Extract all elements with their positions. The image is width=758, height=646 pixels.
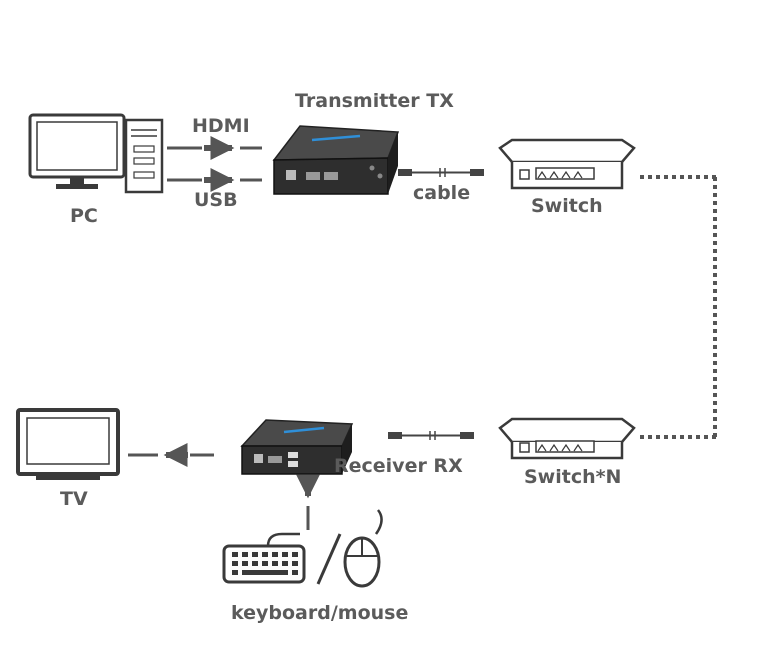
cable-icon: [398, 168, 484, 177]
pc-to-transmitter-links: [167, 136, 262, 192]
keyboard-mouse-label: keyboard/mouse: [231, 602, 409, 624]
switch-link-dotted: [640, 175, 717, 439]
computer-icon: [28, 113, 164, 194]
transmitter-box-icon: [272, 125, 400, 195]
switch-icon: [498, 138, 636, 190]
cable-label: cable: [413, 182, 471, 204]
switch-n-label: Switch*N: [524, 466, 622, 488]
mouse-icon: [343, 509, 383, 588]
tv-icon: [16, 408, 120, 480]
separator-slash: [316, 533, 342, 585]
hdmi-label: HDMI: [192, 115, 250, 137]
receiver-label: Receiver RX: [334, 455, 463, 477]
cable-icon: [388, 431, 474, 440]
tv-label: TV: [60, 488, 88, 510]
usb-label: USB: [194, 189, 238, 211]
switch-icon: [498, 417, 636, 460]
receiver-box-icon: [240, 419, 354, 475]
keyboard-icon: [222, 532, 306, 584]
switch-label: Switch: [531, 195, 603, 217]
pc-label: PC: [70, 205, 98, 227]
transmitter-label: Transmitter TX: [295, 90, 454, 112]
